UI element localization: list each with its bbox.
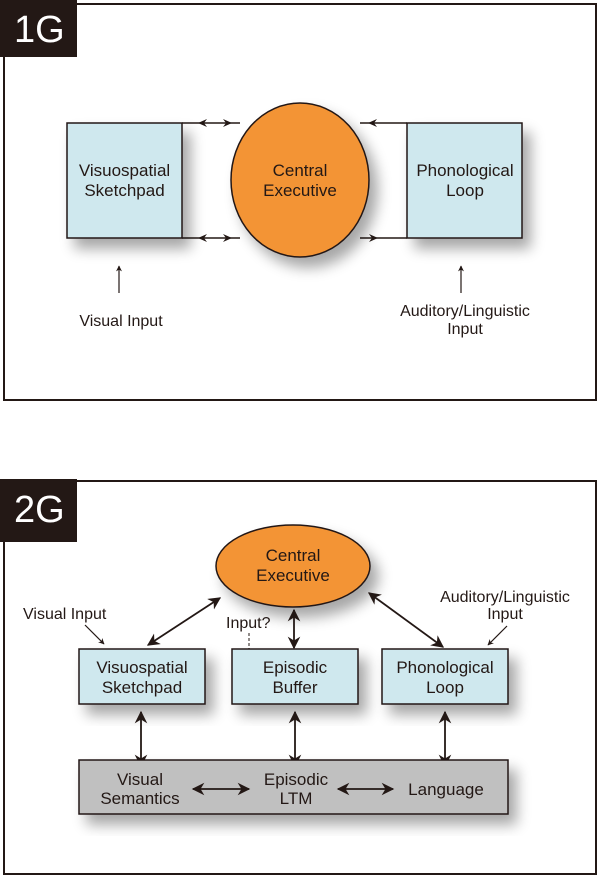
arrow-head-icon: [368, 119, 377, 127]
visuospatial-label-line2: Sketchpad: [102, 678, 182, 697]
episodic-ltm-label-line1: Episodic: [264, 770, 329, 789]
phonological-loop-box: [406, 122, 523, 239]
visual-input-label: Visual Input: [23, 606, 107, 623]
central-executive-label-line2: Executive: [263, 181, 337, 200]
visuospatial-label-line1: Visuospatial: [79, 161, 170, 180]
episodic-buffer-label-line2: Buffer: [272, 678, 317, 697]
phonological-loop-box: [381, 648, 509, 705]
central-executive-label-line1: Central: [273, 161, 328, 180]
phonological-label-line1: Phonological: [416, 161, 513, 180]
episodic-buffer-label-line1: Episodic: [263, 658, 328, 677]
auditory-input-arrow: [487, 625, 508, 646]
episodic-ltm-label-line2: LTM: [280, 789, 313, 808]
long-term-memory-bar: [78, 759, 509, 815]
arrow-head-icon: [369, 234, 378, 242]
panel-1g: 1G Visuospatial Sketchpad Central Execut…: [0, 0, 597, 401]
episodic-input-label: Input?: [226, 615, 271, 632]
auditory-input-label-line2: Input: [447, 321, 483, 338]
language-label: Language: [408, 780, 484, 799]
arrow-ce-visuospatial: [146, 597, 222, 646]
visuospatial-label-line2: Sketchpad: [84, 181, 164, 200]
arrow-head-icon: [223, 119, 232, 127]
visuospatial-sketchpad-box: [66, 122, 183, 239]
arrow-head-icon: [198, 119, 207, 127]
auditory-input-label-line1: Auditory/Linguistic: [400, 303, 530, 320]
visual-input-arrow: [84, 624, 105, 645]
panel-2g: 2G Central Executive Visual Input Input?…: [0, 479, 597, 875]
phonological-label-line2: Loop: [446, 181, 484, 200]
panel-2g-tag: [0, 479, 77, 542]
central-executive-ellipse: [230, 102, 370, 258]
panel-1g-tag-label: 1G: [14, 9, 65, 51]
arrow-head-icon: [223, 234, 232, 242]
auditory-input-label-line1: Auditory/Linguistic: [440, 589, 570, 606]
central-executive-ellipse: [215, 524, 371, 608]
visuospatial-sketchpad-box: [78, 648, 206, 705]
phonological-label-line2: Loop: [426, 678, 464, 697]
arrow-head-icon: [198, 234, 207, 242]
arrow-ce-phonological: [367, 592, 445, 648]
panel-1g-tag: [0, 0, 77, 57]
visual-semantics-label-line2: Semantics: [100, 789, 179, 808]
central-executive-label-line2: Executive: [256, 566, 330, 585]
central-executive-label-line1: Central: [266, 546, 321, 565]
phonological-label-line1: Phonological: [396, 658, 493, 677]
panel-2g-tag-label: 2G: [14, 489, 65, 531]
visuospatial-label-line1: Visuospatial: [96, 658, 187, 677]
visual-input-label: Visual Input: [79, 313, 163, 330]
episodic-buffer-box: [231, 648, 359, 705]
visual-semantics-label-line1: Visual: [117, 770, 163, 789]
auditory-input-label-line2: Input: [487, 606, 523, 623]
